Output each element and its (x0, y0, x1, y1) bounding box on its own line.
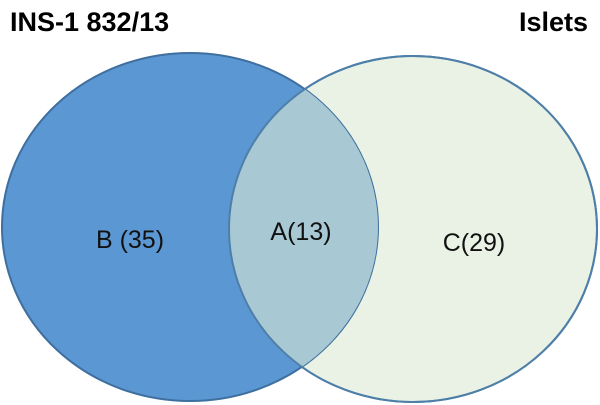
left-only-label: B (35) (96, 226, 164, 254)
islets-set-title: Islets (519, 7, 588, 37)
intersection-region (229, 56, 378, 401)
right-only-label: C(29) (443, 229, 506, 257)
islets-circle-outline (228, 55, 598, 403)
intersection-label: A(13) (270, 218, 331, 246)
ins1-set-title: INS-1 832/13 (10, 7, 169, 37)
